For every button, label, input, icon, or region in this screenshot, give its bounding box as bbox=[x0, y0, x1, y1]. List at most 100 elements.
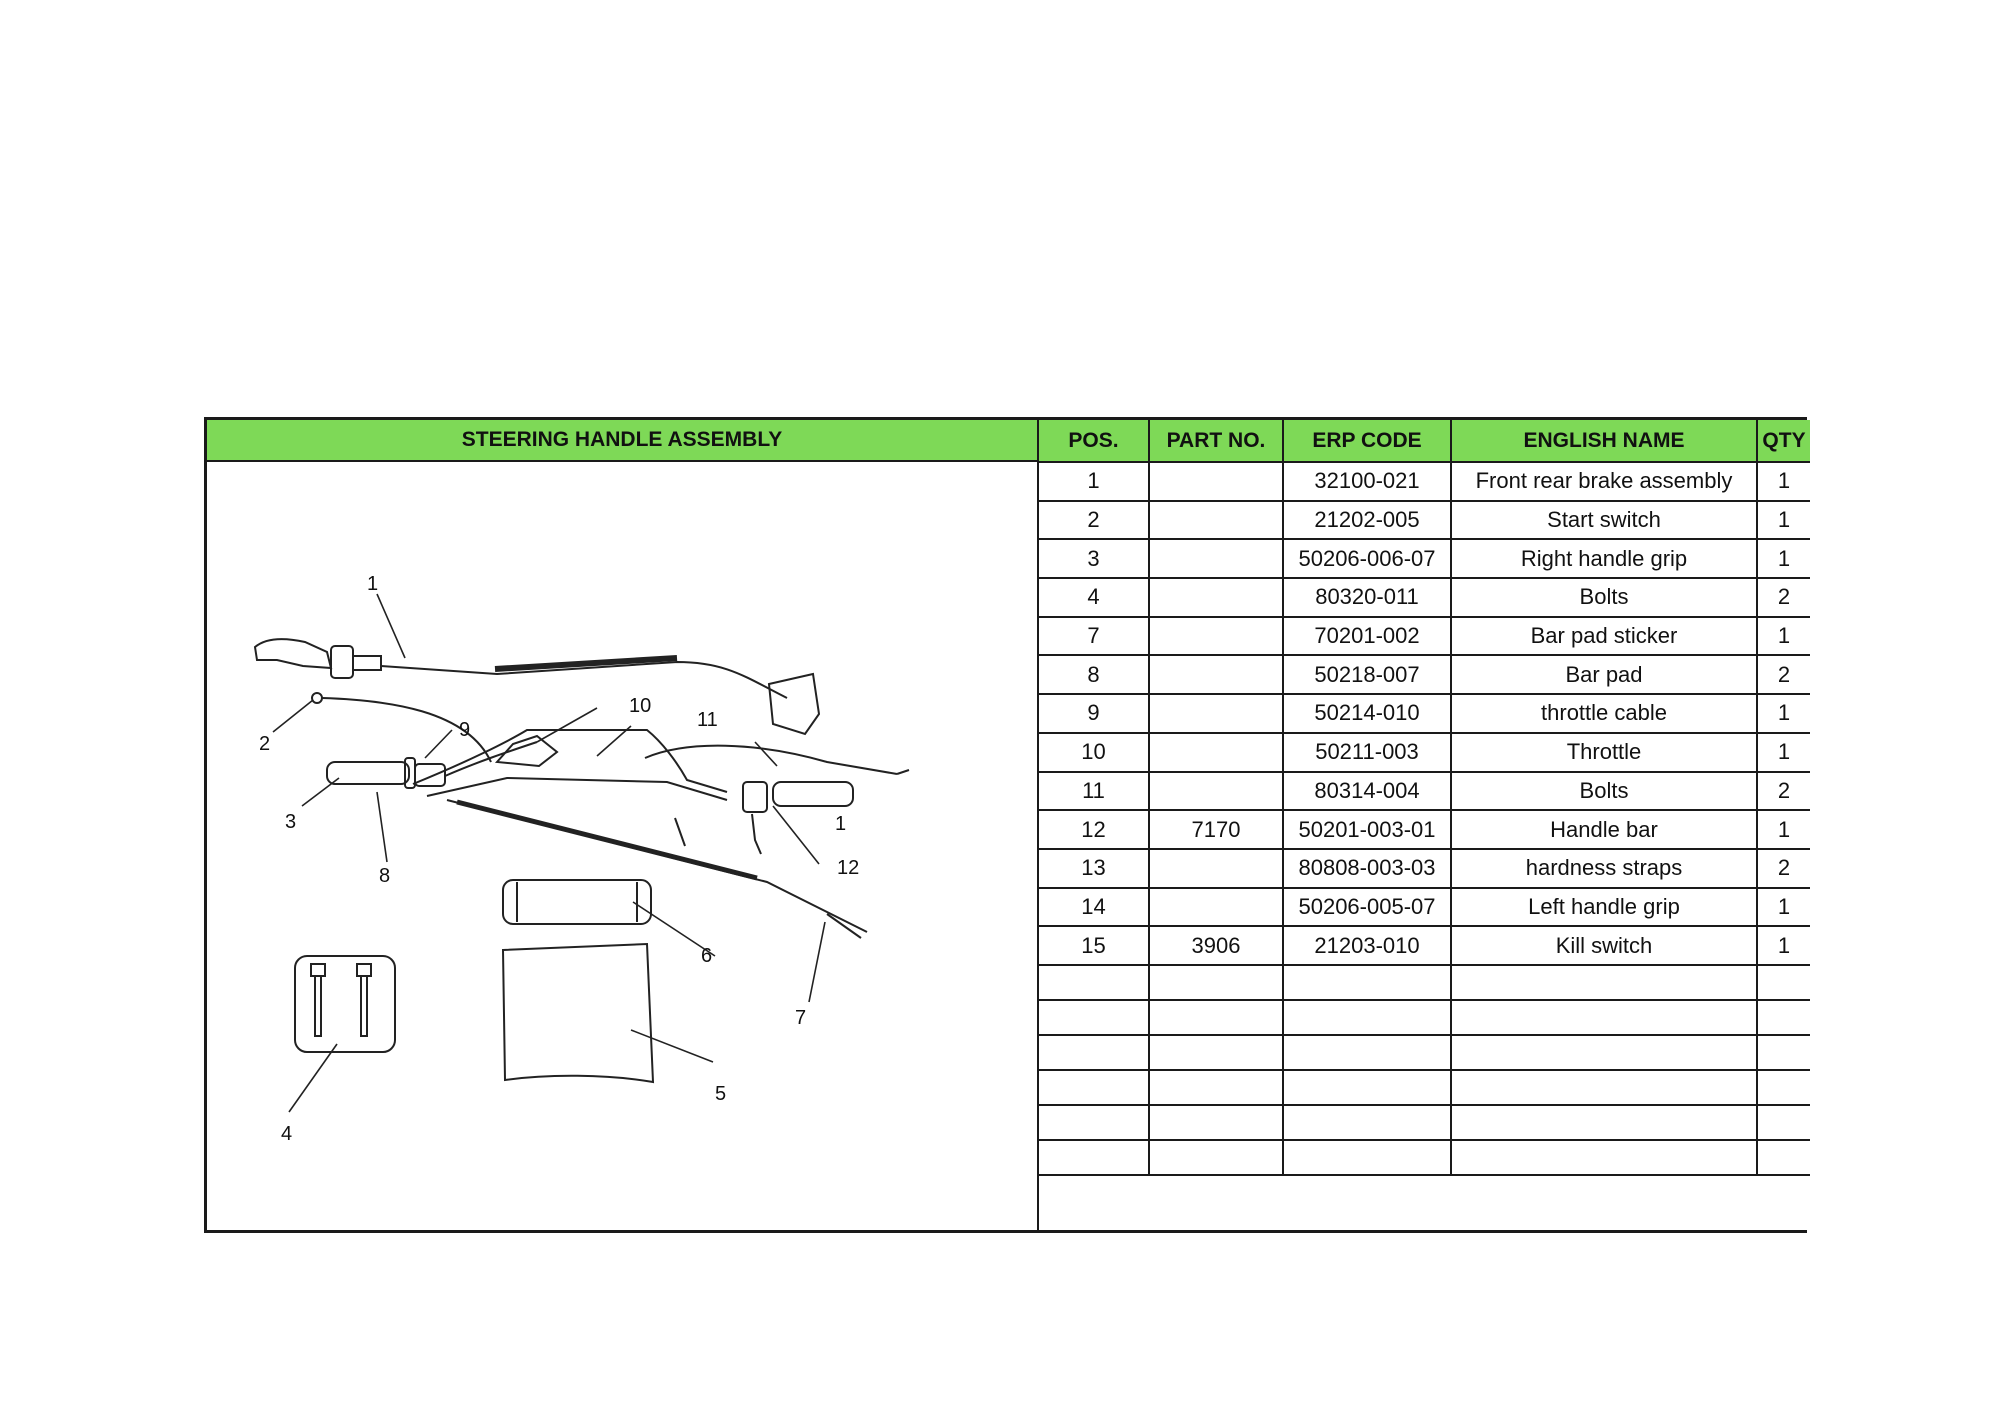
cell-name: throttle cable bbox=[1451, 694, 1758, 734]
cell-erp-code: 32100-021 bbox=[1283, 462, 1452, 502]
empty-cell bbox=[1757, 1034, 1810, 1071]
cell-part-no bbox=[1149, 694, 1284, 734]
empty-cell bbox=[1757, 999, 1810, 1036]
start-switch-shape bbox=[311, 692, 323, 704]
callout-12: 12 bbox=[837, 857, 859, 879]
cell-part-no bbox=[1149, 887, 1284, 928]
empty-cell bbox=[1757, 1104, 1810, 1141]
empty-cell bbox=[1149, 1069, 1284, 1106]
cell-erp-code: 50218-007 bbox=[1283, 655, 1452, 696]
cell-erp-code: 80808-003-03 bbox=[1283, 848, 1452, 889]
empty-cell bbox=[1283, 964, 1452, 1001]
cell-pos: 14 bbox=[1039, 887, 1150, 928]
bolt-dangle bbox=[674, 817, 686, 847]
empty-table-row bbox=[1039, 1139, 1810, 1176]
callout-7: 7 bbox=[795, 1007, 806, 1029]
cell-erp-code: 21202-005 bbox=[1283, 500, 1452, 541]
rear-caliper-shape bbox=[767, 672, 821, 736]
callout-11: 11 bbox=[697, 709, 718, 731]
cell-name: Front rear brake assembly bbox=[1451, 462, 1758, 502]
callout-2: 2 bbox=[259, 733, 270, 755]
cell-erp-code: 50201-003-01 bbox=[1283, 810, 1452, 850]
cell-part-no bbox=[1149, 578, 1284, 618]
right-grip-shape bbox=[772, 781, 854, 807]
empty-cell bbox=[1039, 964, 1150, 1001]
brake-perch-shape bbox=[352, 655, 382, 671]
empty-cell bbox=[1757, 1069, 1810, 1106]
diagram-title: STEERING HANDLE ASSEMBLY bbox=[207, 420, 1039, 462]
cell-qty: 2 bbox=[1757, 578, 1810, 618]
callout-labels: 1 1 2 3 4 5 6 7 8 9 10 11 12 bbox=[259, 573, 859, 1145]
switch-wire bbox=[751, 813, 762, 855]
cell-erp-code: 50214-010 bbox=[1283, 694, 1452, 734]
header-erp-code: ERP CODE bbox=[1283, 420, 1452, 463]
header-pos: POS. bbox=[1039, 420, 1150, 463]
empty-cell bbox=[1451, 964, 1758, 1001]
cell-qty: 2 bbox=[1757, 771, 1810, 812]
empty-cell bbox=[1757, 1139, 1810, 1176]
header-english-name: ENGLISH NAME bbox=[1451, 420, 1758, 463]
cell-qty: 1 bbox=[1757, 539, 1810, 580]
cell-part-no bbox=[1149, 539, 1284, 580]
cable-end-right bbox=[896, 769, 910, 775]
empty-cell bbox=[1039, 1104, 1150, 1141]
empty-table-row bbox=[1039, 1034, 1810, 1071]
cell-pos: 9 bbox=[1039, 694, 1150, 734]
empty-table-row bbox=[1039, 1104, 1810, 1141]
cell-part-no: 3906 bbox=[1149, 926, 1284, 966]
cell-qty: 1 bbox=[1757, 810, 1810, 850]
cell-pos: 3 bbox=[1039, 539, 1150, 580]
callout-4: 4 bbox=[281, 1123, 292, 1145]
callout-6: 6 bbox=[701, 945, 712, 967]
cell-pos: 8 bbox=[1039, 655, 1150, 696]
cell-name: Kill switch bbox=[1451, 926, 1758, 966]
cell-qty: 1 bbox=[1757, 694, 1810, 734]
left-grip-shape bbox=[326, 761, 410, 785]
empty-cell bbox=[1149, 1034, 1284, 1071]
empty-table-row bbox=[1039, 964, 1810, 1001]
brake-lever-shape bbox=[253, 638, 333, 670]
callout-8: 8 bbox=[379, 865, 390, 887]
cell-qty: 1 bbox=[1757, 887, 1810, 928]
cell-pos: 15 bbox=[1039, 926, 1150, 966]
callout-3: 3 bbox=[285, 811, 296, 833]
cell-part-no bbox=[1149, 771, 1284, 812]
parts-sheet: STEERING HANDLE ASSEMBLY bbox=[204, 417, 1810, 1233]
header-part-no: PART NO. bbox=[1149, 420, 1284, 463]
cell-erp-code: 21203-010 bbox=[1283, 926, 1452, 966]
cell-name: Left handle grip bbox=[1451, 887, 1758, 928]
cell-qty: 1 bbox=[1757, 732, 1810, 773]
cell-part-no bbox=[1149, 616, 1284, 657]
empty-cell bbox=[1039, 1139, 1150, 1176]
callout-10: 10 bbox=[629, 695, 651, 717]
cell-name: Bolts bbox=[1451, 771, 1758, 812]
cable-tail bbox=[826, 913, 862, 939]
cell-erp-code: 50206-006-07 bbox=[1283, 539, 1452, 580]
cell-qty: 1 bbox=[1757, 462, 1810, 502]
cell-pos: 1 bbox=[1039, 462, 1150, 502]
brake-cable-top bbox=[380, 660, 788, 699]
throttle-cable-lower bbox=[446, 799, 868, 933]
cell-pos: 13 bbox=[1039, 848, 1150, 889]
cell-qty: 1 bbox=[1757, 500, 1810, 541]
brake-cable-right bbox=[644, 744, 898, 775]
empty-cell bbox=[1283, 1034, 1452, 1071]
cell-erp-code: 50211-003 bbox=[1283, 732, 1452, 773]
header-qty: QTY bbox=[1757, 420, 1810, 463]
bar-pad-on-bar bbox=[494, 734, 559, 768]
callout-5: 5 bbox=[715, 1083, 726, 1105]
callout-1-right: 1 bbox=[835, 813, 846, 835]
cell-qty: 1 bbox=[1757, 616, 1810, 657]
cell-qty: 2 bbox=[1757, 655, 1810, 696]
cell-part-no bbox=[1149, 732, 1284, 773]
callout-9: 9 bbox=[459, 719, 470, 741]
kill-switch-shape bbox=[742, 781, 768, 813]
